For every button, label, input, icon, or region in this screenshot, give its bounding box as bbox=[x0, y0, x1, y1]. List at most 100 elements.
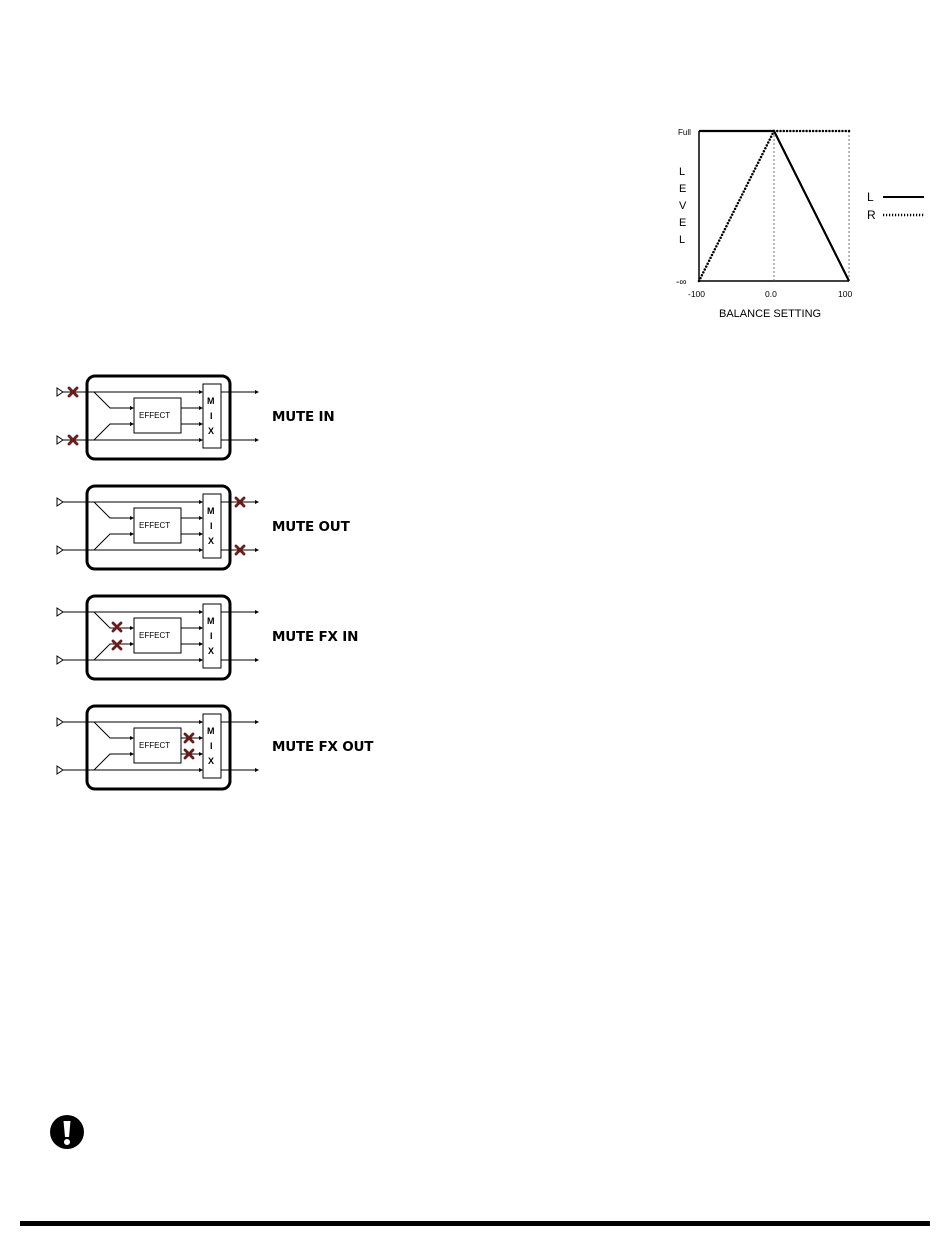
series-dot-r bbox=[792, 130, 795, 133]
effect-label: EFFECT bbox=[139, 521, 170, 530]
mix-letter: X bbox=[208, 756, 214, 766]
mute-in-diagram: EFFECT M I X bbox=[50, 372, 265, 464]
series-dot-r bbox=[737, 202, 740, 205]
series-dot-r bbox=[799, 130, 802, 133]
input-jack-top bbox=[57, 718, 63, 726]
series-dot-r bbox=[758, 159, 761, 162]
x-tick-label: -100 bbox=[688, 289, 705, 299]
series-dot-r bbox=[714, 248, 717, 251]
series-dot-r bbox=[728, 219, 731, 222]
mix-letter: M bbox=[207, 616, 215, 626]
series-dot-r bbox=[802, 130, 805, 133]
series-dot-r bbox=[844, 130, 847, 133]
series-dot-r bbox=[711, 254, 714, 256]
series-dot-r bbox=[805, 130, 808, 133]
series-dot-r bbox=[771, 133, 774, 136]
series-dot-r bbox=[815, 130, 818, 133]
mix-letter: I bbox=[210, 741, 213, 751]
input-jack-bottom bbox=[57, 656, 63, 664]
series-dot-r bbox=[768, 138, 771, 141]
x-tick-label: 0.0 bbox=[765, 289, 777, 299]
mute-fx-in-diagram: EFFECT M I X bbox=[50, 592, 265, 684]
effect-label: EFFECT bbox=[139, 411, 170, 420]
series-dot-r bbox=[718, 239, 721, 242]
mute-in-label: MUTE IN bbox=[272, 409, 334, 425]
bottom-rule bbox=[20, 1221, 930, 1226]
series-dot-r bbox=[747, 182, 750, 185]
series-dot-r bbox=[740, 196, 743, 199]
series-dot-r bbox=[783, 130, 786, 133]
series-dot-r bbox=[770, 136, 773, 139]
mix-letter: X bbox=[208, 536, 214, 546]
mix-letter: I bbox=[210, 631, 213, 641]
series-dot-r bbox=[764, 147, 767, 150]
series-dot-r bbox=[722, 231, 725, 234]
series-dot-r bbox=[706, 262, 709, 265]
mix-letter: X bbox=[208, 646, 214, 656]
series-dot-r bbox=[702, 271, 705, 274]
series-dot-r bbox=[715, 245, 718, 248]
series-dot-r bbox=[742, 190, 745, 193]
x-axis-label: BALANCE SETTING bbox=[719, 308, 821, 320]
series-dot-r bbox=[812, 130, 815, 133]
mix-letter: M bbox=[207, 506, 215, 516]
ylabel-letter: L bbox=[679, 234, 685, 246]
series-dot-r bbox=[761, 153, 764, 156]
mute-fx-out-label: MUTE FX OUT bbox=[272, 739, 373, 755]
mute-fx-in-label: MUTE FX IN bbox=[272, 629, 358, 645]
series-dot-r bbox=[757, 161, 760, 164]
series-dot-r bbox=[727, 222, 730, 225]
series-dot-r bbox=[779, 130, 782, 133]
series-dot-r bbox=[773, 130, 776, 133]
series-line-l bbox=[699, 131, 849, 281]
ylabel-letter: V bbox=[679, 200, 687, 212]
series-dot-r bbox=[835, 130, 838, 133]
series-dot-r bbox=[699, 277, 702, 280]
series-dot-r bbox=[767, 141, 770, 144]
mix-letter: M bbox=[207, 396, 215, 406]
series-dot-r bbox=[796, 130, 799, 133]
input-jack-top bbox=[57, 608, 63, 616]
series-dot-r bbox=[745, 185, 748, 188]
series-dot-r bbox=[848, 130, 851, 133]
mix-letter: I bbox=[210, 521, 213, 531]
exclamation-icon bbox=[48, 1113, 86, 1151]
series-dot-r bbox=[709, 257, 712, 260]
series-dot-r bbox=[724, 228, 727, 231]
series-dot-r bbox=[818, 130, 821, 133]
series-dot-r bbox=[789, 130, 792, 133]
series-dot-r bbox=[786, 130, 789, 133]
series-dot-r bbox=[755, 164, 758, 167]
series-dot-r bbox=[721, 234, 724, 237]
y-bottom-label: -∞ bbox=[676, 277, 686, 288]
mix-letter: I bbox=[210, 411, 213, 421]
series-dot-r bbox=[732, 211, 735, 214]
series-dot-r bbox=[763, 150, 766, 153]
ylabel-letter: E bbox=[679, 217, 686, 229]
mix-letter: X bbox=[208, 426, 214, 436]
mute-out-label: MUTE OUT bbox=[272, 519, 350, 535]
input-jack-top bbox=[57, 388, 63, 396]
series-dot-r bbox=[725, 225, 728, 228]
series-dot-r bbox=[754, 167, 757, 170]
series-dot-r bbox=[729, 216, 732, 219]
balance-chart: Full -∞ L E V E L -100 0.0 100 BALANCE S… bbox=[668, 118, 938, 328]
x-tick-label: 100 bbox=[838, 289, 852, 299]
series-dot-r bbox=[717, 242, 720, 245]
input-jack-bottom bbox=[57, 546, 63, 554]
input-jack-bottom bbox=[57, 436, 63, 444]
mix-letter: M bbox=[207, 726, 215, 736]
series-dot-r bbox=[809, 130, 812, 133]
series-dot-r bbox=[831, 130, 834, 133]
effect-label: EFFECT bbox=[139, 631, 170, 640]
series-dot-r bbox=[701, 274, 704, 277]
x-mark-icon bbox=[113, 623, 121, 631]
series-dot-r bbox=[825, 130, 828, 133]
mute-out-diagram: EFFECT M I X bbox=[50, 482, 265, 574]
series-dot-r bbox=[704, 268, 707, 271]
legend-label-r: R bbox=[867, 208, 876, 222]
series-dot-r bbox=[719, 236, 722, 239]
input-jack-top bbox=[57, 498, 63, 506]
series-dot-r bbox=[776, 130, 779, 133]
series-dot-r bbox=[734, 208, 737, 211]
